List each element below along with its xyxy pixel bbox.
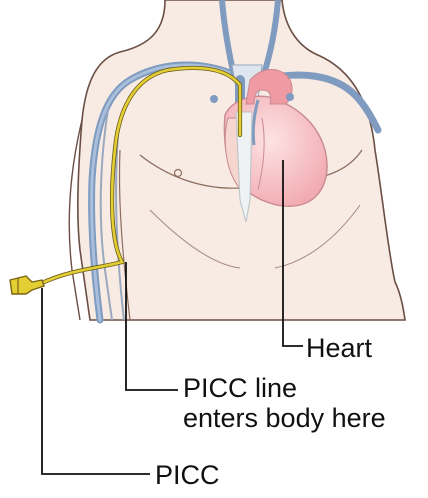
picc-entry-label-line1: PICC line <box>183 373 386 403</box>
picc-entry-label-line2: enters body here <box>183 403 386 433</box>
picc-label: PICC <box>155 460 220 490</box>
vein-branch <box>210 95 218 103</box>
heart-label: Heart <box>306 333 372 363</box>
picc-entry-label: PICC line enters body here <box>183 373 386 433</box>
picc-hub <box>10 276 44 294</box>
vein-branch <box>286 93 294 101</box>
